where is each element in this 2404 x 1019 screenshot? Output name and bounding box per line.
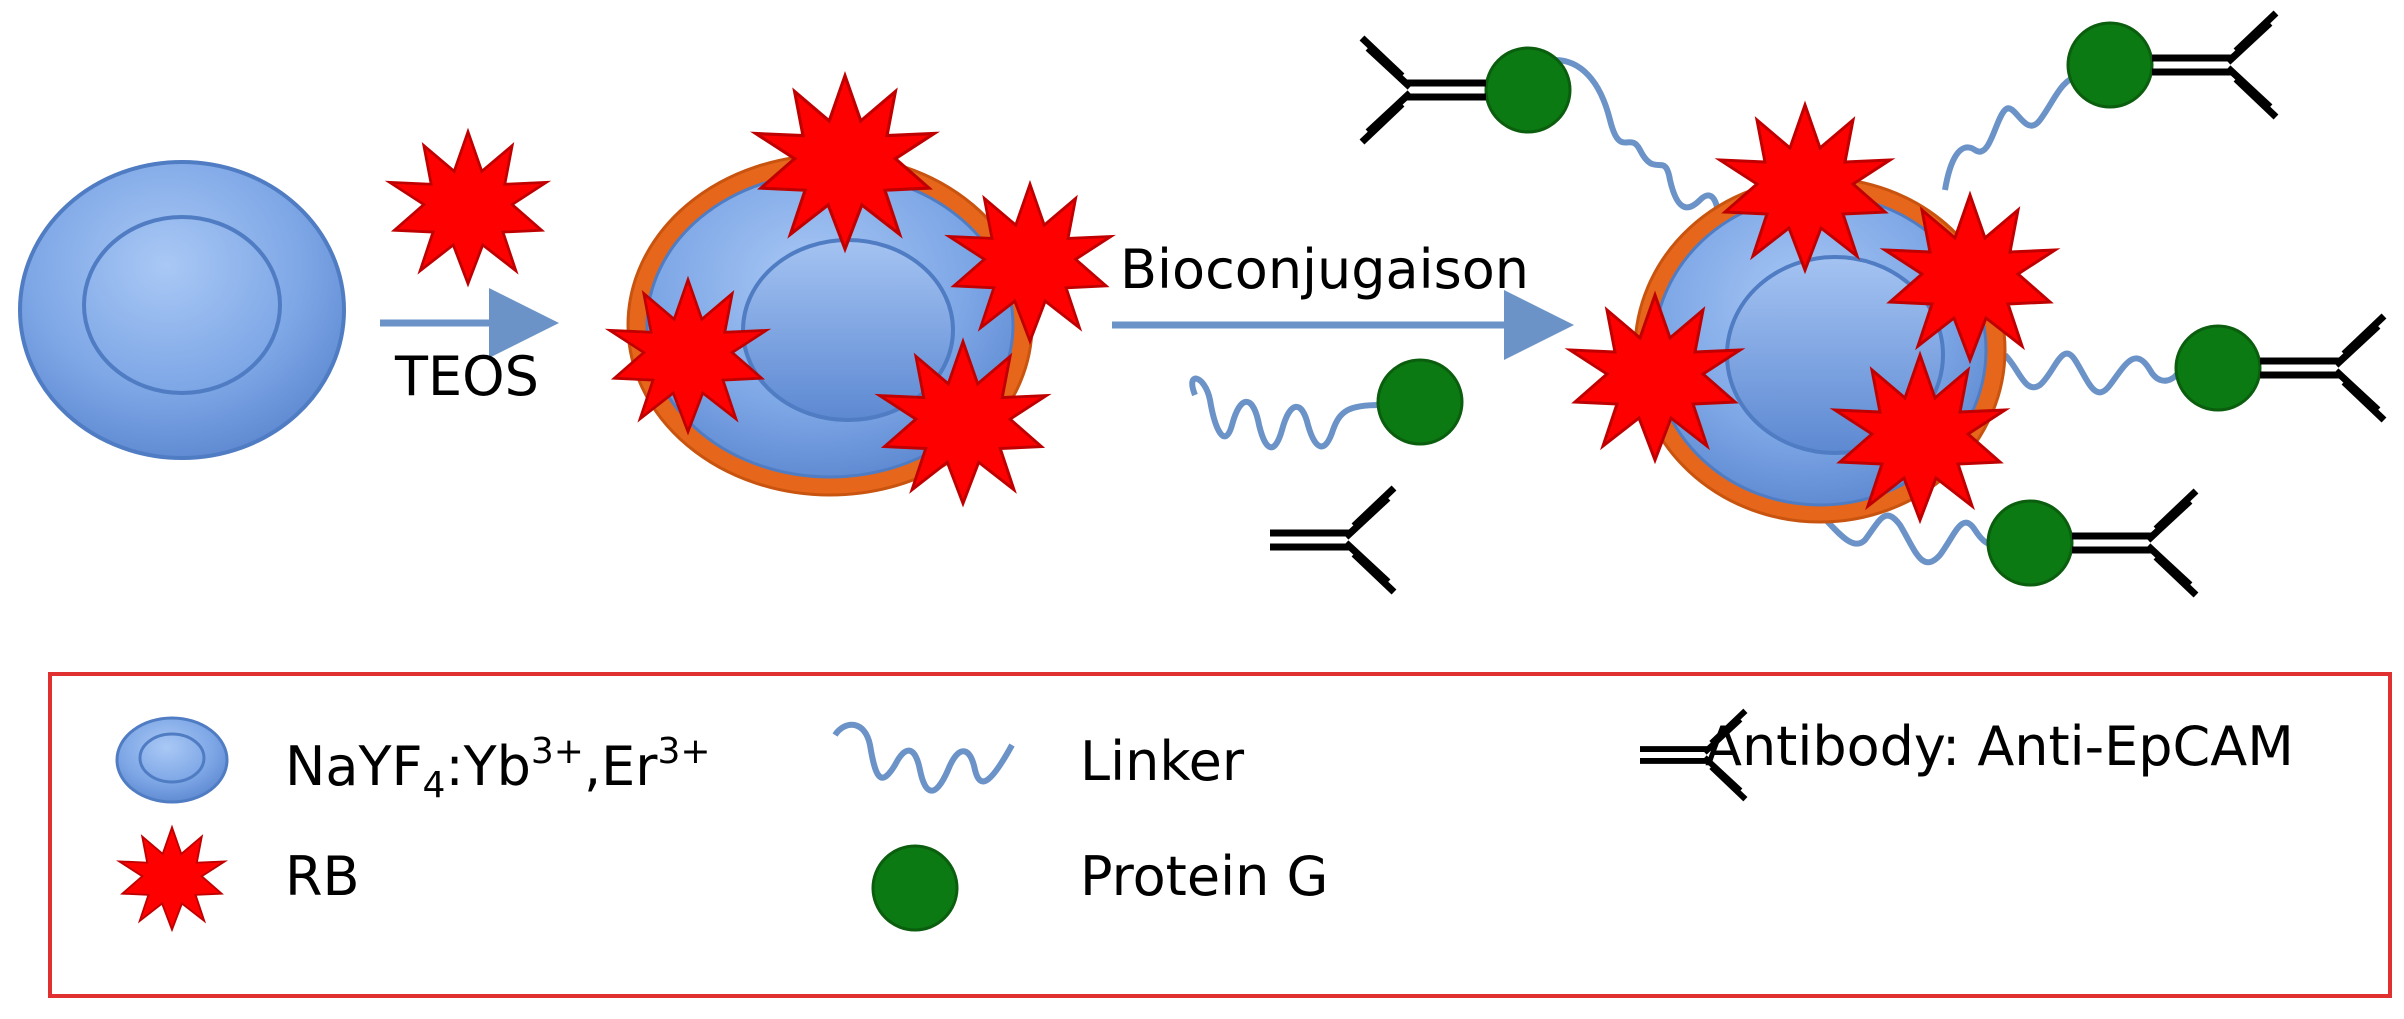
nanoparticle-icon (115, 716, 229, 804)
protein-g-icon (2174, 324, 2262, 412)
protein-g-icon (871, 844, 959, 932)
nanoparticle-initial (18, 160, 346, 460)
antibody-icon (2260, 316, 2384, 420)
bioconjugation-label: Bioconjugaison (1120, 238, 1529, 301)
protein-g-label: Protein G (1080, 845, 1328, 908)
antibody-icon (2152, 13, 2276, 117)
nanoparticle-conjugated (1362, 13, 2384, 595)
antibody-icon (2072, 491, 2196, 595)
linker-icon (832, 721, 1015, 794)
linker-icon (1189, 375, 1381, 451)
nanoparticle-label: NaYF4:Yb3+,Er3+ (285, 731, 711, 806)
legend-antibody: Antibody: Anti-EpCAM (1640, 711, 2294, 799)
legend-border (48, 672, 2392, 998)
antibody-icon (1270, 488, 1394, 592)
legend-protein-g: Protein G (871, 844, 1328, 932)
teos-label: TEOS (394, 345, 539, 408)
linker-icon (1942, 72, 2081, 191)
legend-linker: Linker (832, 721, 1245, 794)
protein-g-icon (1484, 46, 1572, 134)
teos-step: TEOS (380, 130, 559, 408)
rb-star-icon (388, 130, 548, 285)
protein-g-icon (1986, 499, 2074, 587)
linker-label: Linker (1080, 730, 1245, 793)
linker-icon (1554, 57, 1722, 231)
antibody-label: Antibody: Anti-EpCAM (1705, 715, 2294, 778)
legend-nanoparticle: NaYF4:Yb3+,Er3+ (115, 716, 711, 806)
linker-icon (1808, 502, 2003, 566)
protein-g-icon (2066, 21, 2154, 109)
protein-g-icon (1376, 358, 1464, 446)
nanoparticle-rb-loaded (608, 74, 1113, 505)
antibody-icon (1362, 38, 1486, 142)
legend-rb: RB (118, 826, 360, 931)
bioconjugation-step: Bioconjugaison (1112, 238, 1574, 592)
rb-label: RB (285, 845, 360, 908)
legend: NaYF4:Yb3+,Er3+ RB Linker Protein G Anti… (48, 672, 2392, 998)
linker-icon (2002, 350, 2183, 396)
